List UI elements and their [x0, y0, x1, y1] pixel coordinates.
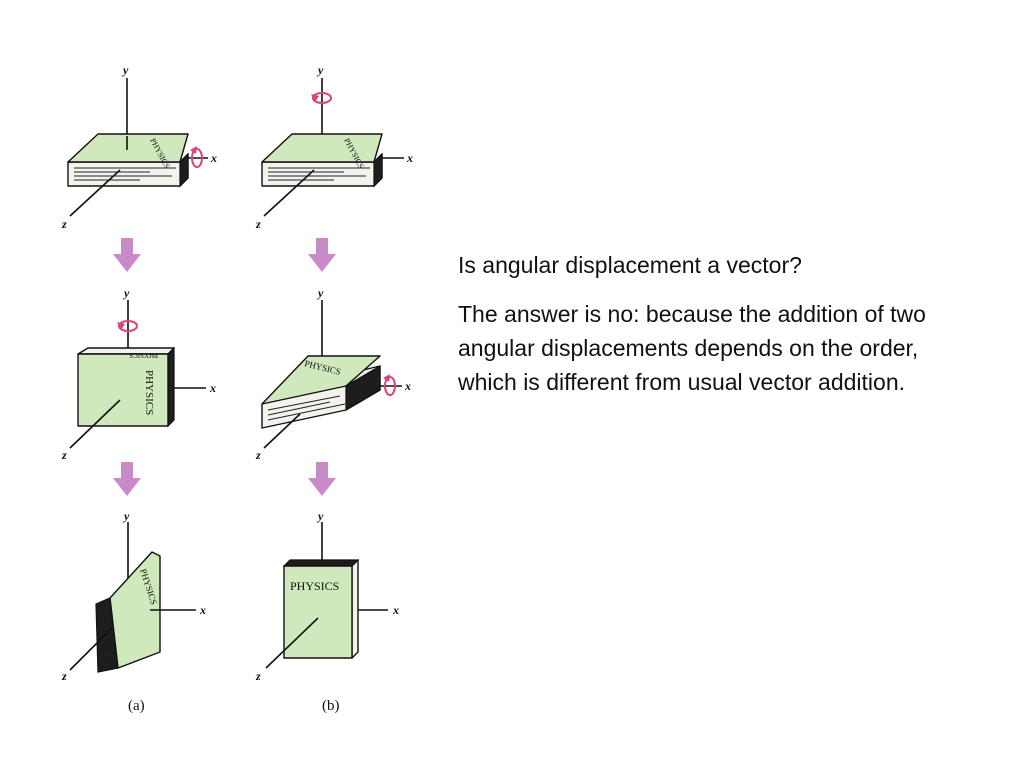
y-axis-label: y — [316, 63, 324, 77]
book-upright: PHYSICS — [282, 559, 360, 659]
y-axis-label: y — [316, 286, 324, 300]
panel-b3: y PHYSICS x z — [255, 509, 399, 683]
x-axis-label: x — [404, 379, 411, 393]
panel-a1: y PHYSICS x z — [61, 63, 217, 231]
z-axis-label: z — [255, 448, 261, 462]
x-axis-label: x — [406, 151, 413, 165]
panel-b1: y PHYSICS x z — [255, 63, 413, 231]
y-axis-label: y — [121, 63, 129, 77]
z-axis-label: z — [255, 669, 261, 683]
book-flat: PHYSICS — [67, 133, 189, 188]
book-flat-turned: PHYSICS — [261, 355, 381, 429]
z-axis — [69, 627, 113, 671]
book-title: PHYSICS — [143, 370, 155, 415]
caption-b: (b) — [322, 698, 340, 714]
x-axis-label: x — [392, 603, 399, 617]
rotation-about-x-icon — [190, 146, 203, 168]
book-rotation-figure: y PHYSICS x z y — [61, 63, 413, 714]
z-axis-label: z — [255, 217, 261, 231]
step-arrow-down-icon — [308, 238, 336, 272]
y-axis-label: y — [316, 509, 324, 523]
step-arrow-down-icon — [113, 462, 141, 496]
y-axis-label: y — [122, 286, 130, 300]
z-axis — [69, 399, 121, 449]
rotation-about-x-icon — [383, 374, 396, 396]
z-axis — [263, 413, 301, 449]
book-title-top: PHYSICS — [129, 351, 158, 359]
panel-a2: y PHYSICS PHYSICS x z — [61, 286, 216, 462]
z-axis-label: z — [61, 217, 67, 231]
rotation-about-y-icon — [117, 320, 138, 332]
x-axis-label: x — [209, 381, 216, 395]
caption-a: (a) — [128, 698, 145, 714]
z-axis-label: z — [61, 669, 67, 683]
panel-a3: y PHYSICS x z — [61, 509, 206, 683]
x-axis-label: x — [199, 603, 206, 617]
step-arrow-down-icon — [308, 462, 336, 496]
panel-b2: y PHYSICS x z — [255, 286, 411, 462]
z-axis-label: z — [61, 448, 67, 462]
z-axis — [69, 169, 121, 217]
text-block: Is angular displacement a vector? The an… — [458, 248, 968, 399]
answer-text: The answer is no: because the addition o… — [458, 301, 926, 395]
book-end-on: PHYSICS — [95, 551, 161, 673]
x-axis-label: x — [210, 151, 217, 165]
book-flat: PHYSICS — [261, 133, 383, 188]
book-title: PHYSICS — [290, 579, 339, 593]
book-standing: PHYSICS PHYSICS — [77, 346, 175, 428]
rotation-about-y-icon — [311, 92, 332, 104]
y-axis-label: y — [122, 509, 130, 523]
step-arrow-down-icon — [113, 238, 141, 272]
z-axis — [265, 617, 319, 669]
z-axis — [263, 169, 315, 217]
question-text: Is angular displacement a vector? — [458, 252, 802, 278]
